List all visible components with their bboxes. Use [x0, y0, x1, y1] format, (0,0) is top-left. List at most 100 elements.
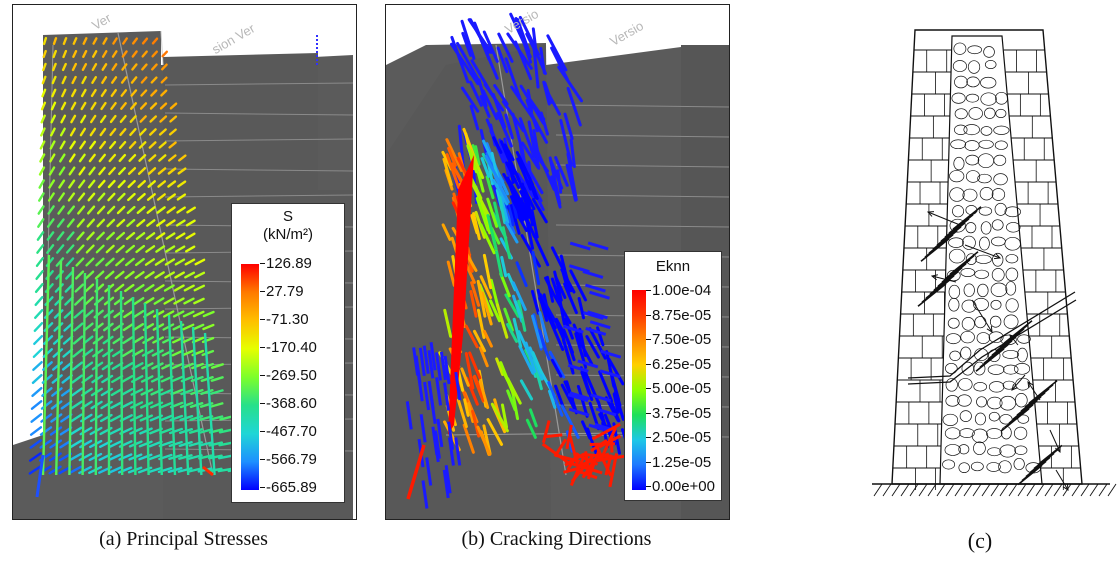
- stress-glyph: [203, 332, 216, 476]
- rubble-stone: [974, 412, 986, 426]
- stress-glyph: [39, 426, 53, 436]
- stress-glyph: [36, 231, 45, 241]
- crack-glyph: [580, 370, 591, 395]
- stress-glyph: [175, 219, 186, 227]
- stress-glyph: [141, 63, 148, 71]
- rubble-stone: [998, 460, 1012, 474]
- ground-hatch: [954, 483, 964, 497]
- stress-glyph: [70, 101, 77, 111]
- crack-glyph: [516, 157, 533, 191]
- rubble-stone: [977, 153, 995, 169]
- crack-glyph: [476, 425, 492, 456]
- stress-glyph: [47, 192, 55, 202]
- stress-glyph: [39, 439, 52, 449]
- stress-glyph: [148, 154, 157, 162]
- stress-glyph: [129, 102, 138, 110]
- rubble-stone: [950, 139, 967, 150]
- stress-glyph: [34, 296, 44, 306]
- crack-glyph: [519, 190, 534, 215]
- ground-hatch: [963, 483, 973, 497]
- stress-glyph: [30, 400, 43, 410]
- ground-hatch: [1080, 483, 1090, 497]
- stress-glyph: [101, 75, 108, 85]
- rubble-stone: [952, 205, 965, 218]
- stress-glyph: [119, 290, 124, 476]
- stress-glyph: [121, 50, 128, 58]
- stress-glyph: [182, 323, 195, 331]
- stress-glyph: [69, 140, 76, 150]
- crack-glyph: [506, 322, 519, 343]
- stress-glyph: [65, 257, 75, 267]
- rubble-stone: [995, 91, 1008, 105]
- rubble-stone: [986, 396, 1003, 410]
- stress-glyph: [136, 205, 146, 215]
- stress-glyph: [149, 115, 158, 123]
- rubble-stone: [949, 170, 965, 183]
- crack-glyph: [442, 157, 453, 186]
- stress-glyph: [133, 284, 145, 292]
- stress-glyph: [158, 128, 167, 136]
- stress-glyph: [217, 467, 233, 473]
- stress-glyph: [179, 320, 190, 476]
- ground-hatch: [936, 483, 946, 497]
- stress-glyph: [59, 140, 66, 150]
- crack-glyph: [445, 153, 461, 190]
- stress-glyph: [114, 283, 125, 293]
- stress-glyph: [76, 218, 85, 228]
- crack-glyph: [524, 216, 535, 250]
- crack-glyph: [463, 398, 470, 417]
- stress-glyph: [163, 284, 175, 292]
- stress-glyph: [68, 153, 76, 163]
- rubble-stone: [990, 282, 1008, 297]
- crack-glyph: [589, 290, 610, 300]
- crack-glyph: [496, 46, 509, 74]
- course-line: [164, 168, 354, 172]
- rubble-stone: [993, 154, 1007, 166]
- rubble-stone: [953, 42, 967, 55]
- crack-glyph: [464, 324, 479, 349]
- stress-glyph: [49, 140, 56, 150]
- crack-glyph: [538, 329, 547, 352]
- crack-glyph: [590, 393, 612, 403]
- rubble-stone: [988, 331, 1004, 343]
- stress-glyph: [133, 310, 145, 318]
- stress-glyph: [137, 179, 147, 189]
- crack-glyph: [550, 246, 564, 270]
- crack-glyph: [563, 466, 580, 474]
- stress-glyph: [150, 89, 158, 97]
- crack-glyph: [549, 159, 564, 190]
- crack-glyph: [482, 329, 493, 348]
- stress-glyph: [156, 206, 166, 214]
- stress-glyph: [90, 101, 97, 111]
- ground-hatch: [1053, 483, 1063, 497]
- crack-glyph: [582, 270, 604, 279]
- crack-glyph: [472, 329, 487, 353]
- rubble-stone: [974, 316, 987, 329]
- stress-glyph: [52, 37, 58, 45]
- crack-glyph: [425, 457, 433, 486]
- stress-glyph: [70, 413, 83, 423]
- rubble-stone: [954, 108, 968, 120]
- stress-glyph: [138, 440, 153, 448]
- crack-glyph: [493, 175, 510, 204]
- rubble-stone: [974, 269, 990, 279]
- stress-glyph: [91, 75, 98, 85]
- crack-glyph: [511, 391, 520, 421]
- crack-glyph: [512, 317, 523, 348]
- crack-glyph: [500, 403, 509, 429]
- stress-glyph: [74, 283, 85, 293]
- stress-glyph: [150, 375, 164, 383]
- legend-tick-label: -170.40: [260, 339, 317, 356]
- stress-glyph: [95, 257, 105, 267]
- stress-glyph: [124, 270, 135, 280]
- course-line: [164, 138, 354, 142]
- rubble-stone: [948, 284, 961, 299]
- stress-glyph: [144, 258, 156, 266]
- stress-glyph: [42, 361, 53, 371]
- stress-glyph: [96, 218, 106, 228]
- stress-glyph: [124, 257, 135, 267]
- wall-outline: [891, 29, 1083, 485]
- legend-tick-label: 27.79: [260, 283, 304, 300]
- ground-hatch: [1026, 483, 1036, 497]
